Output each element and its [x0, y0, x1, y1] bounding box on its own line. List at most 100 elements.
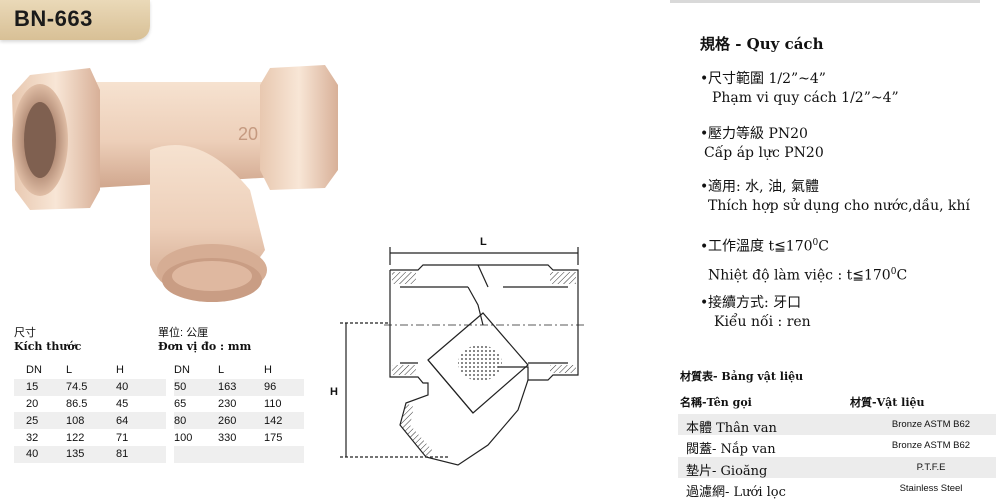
table-row: 32 122 71: [14, 429, 166, 446]
table-row: 65 230 110: [174, 396, 304, 413]
spec-vi: Cấp áp lực PN20: [704, 145, 824, 161]
spec-zh: 工作溫度 t≦170: [708, 238, 813, 255]
cell-h: 71: [116, 431, 129, 444]
table-row: 100 330 175: [174, 429, 304, 446]
cell-l: 163: [218, 378, 264, 396]
spec-vi: Phạm vi quy cách 1/2”~4”: [712, 90, 899, 106]
size-label-zh: 尺寸: [14, 327, 36, 339]
material-value: Bronze ASTM B62: [891, 440, 971, 451]
materials-row: 墊片- Gioăng P.T.F.E: [678, 457, 996, 479]
spec-zh: 壓力等級 PN20: [708, 126, 808, 142]
cell-l: 122: [66, 431, 85, 444]
cell-l: 86.5: [66, 397, 88, 410]
cell-dn: 65: [174, 397, 187, 410]
spec-item-pressure: •壓力等級 PN20 Cấp áp lực PN20: [700, 125, 824, 163]
spec-tail: C: [896, 267, 908, 284]
materials-col-name: 名稱-Tên gọi: [680, 396, 752, 409]
material-value: Stainless Steel: [899, 483, 963, 494]
spec-item-connection: •接續方式: 牙口 Kiểu nối : ren: [700, 294, 811, 332]
cell-l: 135: [66, 445, 116, 463]
cell-l: 230: [218, 397, 237, 410]
cell-dn: 25: [14, 412, 66, 430]
materials-col-material: 材質-Vật liệu: [850, 396, 925, 409]
spec-zh: 適用: 水, 油, 氣體: [708, 179, 819, 195]
table-row: 40 135 81: [14, 445, 166, 463]
material-value: P.T.F.E: [916, 462, 946, 473]
material-part: 過濾網- Lưới lọc: [686, 485, 786, 500]
cell-l: 260: [218, 412, 264, 430]
size-label: 尺寸 Kích thước: [14, 326, 81, 354]
cell-l: 330: [218, 431, 237, 444]
unit-label-vi: Đơn vị đo : mm: [158, 340, 252, 353]
material-part: 本體 Thân van: [686, 421, 777, 436]
size-table-left: DN L H 15 74.5 40 20 86.5 45 25 108 64 3…: [14, 362, 166, 463]
table-row: 25 108 64: [14, 412, 166, 430]
cell-h: 45: [116, 397, 129, 410]
cell-h: 175: [264, 431, 283, 444]
cell-h: 96: [264, 378, 304, 396]
table-row: [174, 445, 304, 463]
cell-empty: [218, 445, 264, 463]
material-part: 墊片- Gioăng: [686, 464, 768, 479]
header-l: L: [66, 364, 73, 377]
table-row: 20 86.5 45: [14, 396, 166, 413]
header-h: H: [116, 364, 124, 377]
material-part: 閥蓋- Nắp van: [686, 442, 776, 457]
model-tab: BN-663: [0, 0, 150, 40]
size-table-right: DN L H 50 163 96 65 230 110 80 260 142 1…: [174, 362, 304, 463]
cell-h: 64: [116, 412, 166, 430]
spec-sup: 0: [890, 266, 897, 277]
table-row: 50 163 96: [174, 378, 304, 396]
cell-dn: 50: [174, 378, 218, 396]
spec-vi: Nhiệt độ làm việc : t≦170: [708, 267, 891, 284]
cell-dn: 15: [14, 378, 66, 396]
materials-row: 過濾網- Lưới lọc Stainless Steel: [678, 478, 996, 500]
cell-empty: [264, 445, 304, 463]
dim-h-label: H: [330, 386, 338, 398]
cell-dn: 40: [14, 445, 66, 463]
unit-label-zh: 單位: 公厘: [158, 327, 209, 339]
spec-sup: 0: [812, 238, 819, 248]
cell-dn: 32: [26, 431, 39, 444]
spec-zh: 尺寸範圍 1/2”~4”: [708, 71, 826, 87]
header-dn: DN: [174, 364, 190, 377]
bullet-icon: •: [700, 295, 709, 311]
cell-dn: 100: [174, 431, 193, 444]
model-code: BN-663: [14, 6, 93, 31]
cell-l: 74.5: [66, 378, 116, 396]
unit-label: 單位: 公厘 Đơn vị đo : mm: [158, 326, 251, 354]
cell-dn: 20: [26, 397, 39, 410]
cell-h: 142: [264, 412, 304, 430]
material-value: Bronze ASTM B62: [891, 419, 971, 430]
materials-row: 本體 Thân van Bronze ASTM B62: [678, 414, 996, 436]
size-label-vi: Kích thước: [14, 340, 82, 353]
cell-l: 108: [66, 412, 116, 430]
materials-title: 材質表- Bảng vật liệu: [680, 370, 804, 383]
dim-l-label: L: [480, 236, 487, 248]
table-row: 80 260 142: [174, 412, 304, 430]
spec-vi: Kiểu nối : ren: [714, 314, 811, 330]
cell-h: 81: [116, 445, 166, 463]
table-header-row: DN L H: [174, 362, 304, 379]
spec-tail: C: [818, 238, 829, 255]
top-strip: [670, 0, 980, 3]
materials-row: 閥蓋- Nắp van Bronze ASTM B62: [678, 435, 996, 457]
spec-item-application: •適用: 水, 油, 氣體 Thích hợp sử dụng cho nước…: [700, 178, 970, 216]
table-row: 15 74.5 40: [14, 378, 166, 396]
spec-zh: 接續方式: 牙口: [708, 295, 802, 311]
bullet-icon: •: [700, 126, 709, 142]
bullet-icon: •: [700, 238, 709, 255]
cell-empty: [174, 445, 218, 463]
bullet-icon: •: [700, 71, 709, 87]
header-h: H: [264, 364, 272, 377]
table-header-row: DN L H: [14, 362, 166, 379]
bullet-icon: •: [700, 179, 709, 195]
cell-h: 40: [116, 378, 166, 396]
valve-photo: 20: [12, 65, 338, 302]
spec-vi: Thích hợp sử dụng cho nước,dầu, khí: [708, 198, 970, 214]
header-dn: DN: [26, 364, 42, 377]
spec-item-size: •尺寸範圍 1/2”~4” Phạm vi quy cách 1/2”~4”: [700, 70, 899, 108]
cell-h: 110: [264, 397, 282, 410]
technical-drawing: L H: [330, 236, 584, 466]
header-l: L: [218, 364, 225, 377]
